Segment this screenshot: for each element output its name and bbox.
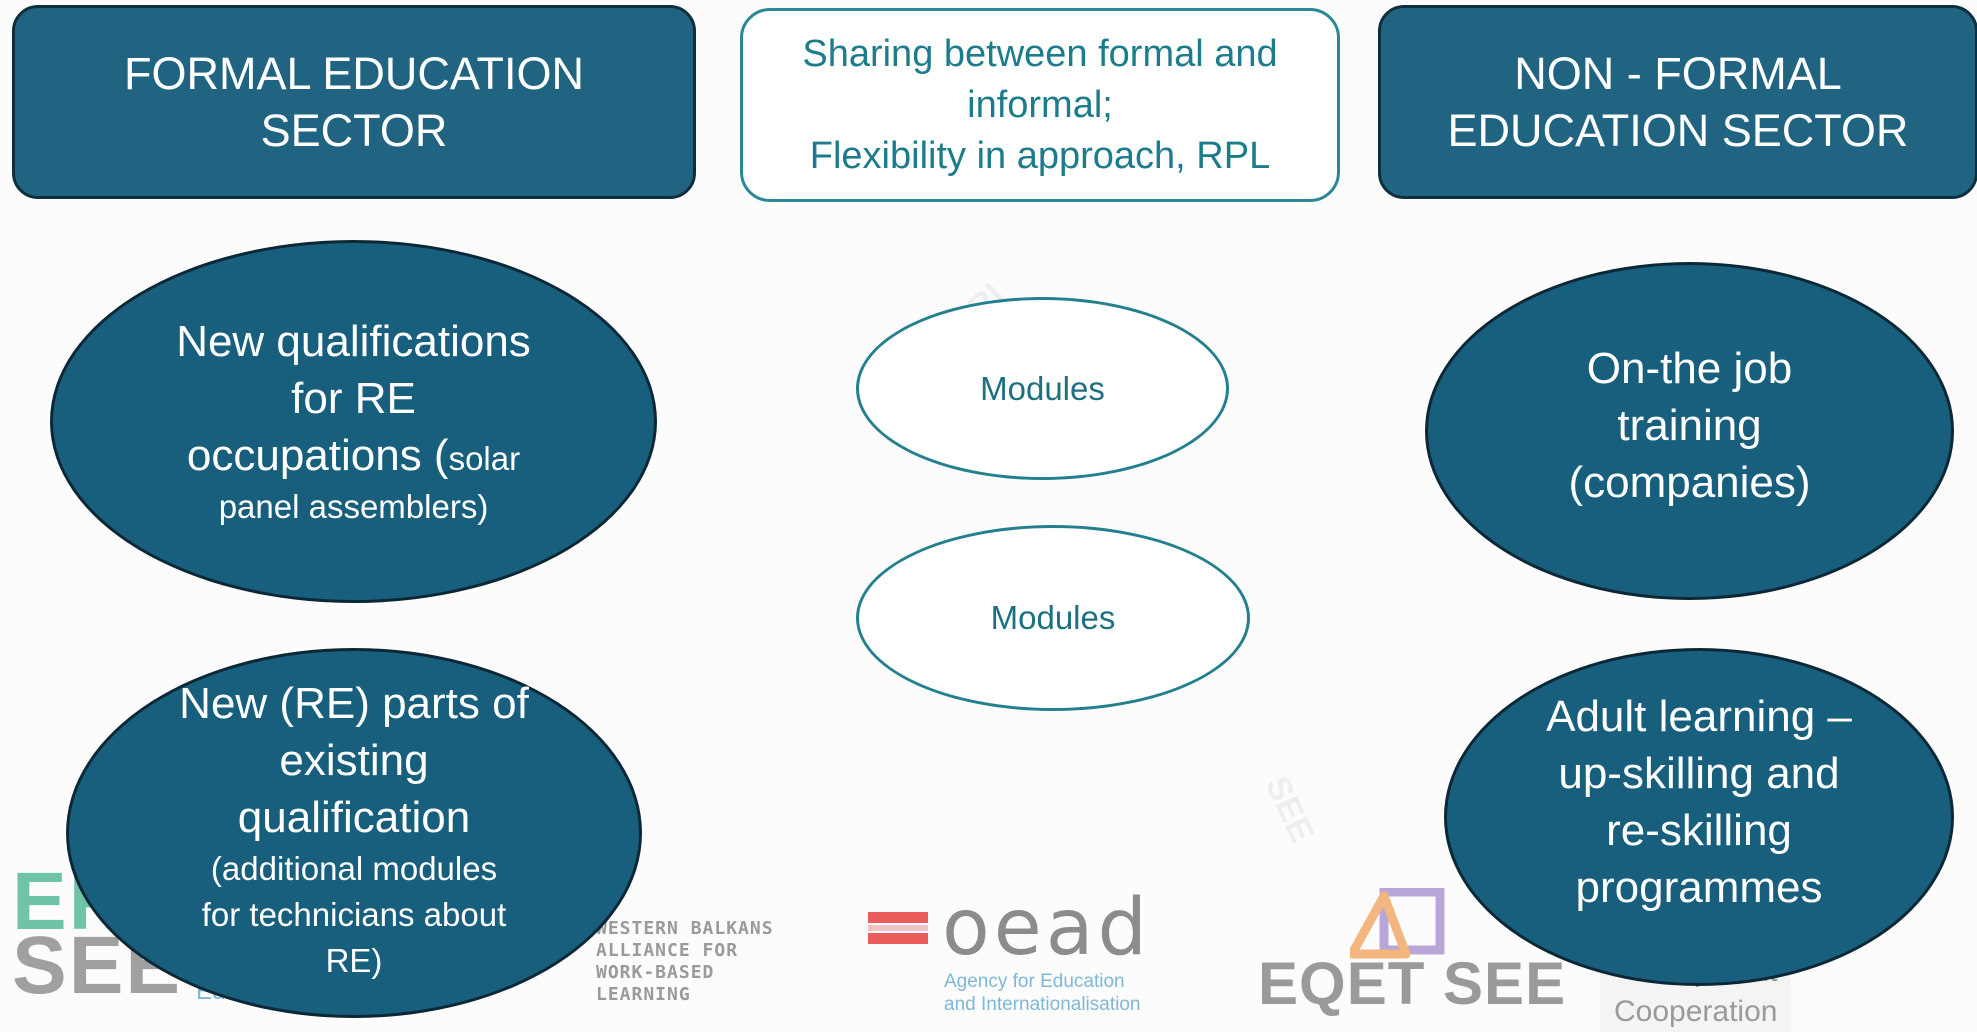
on-the-job-training-ellipse: On-the job training (companies) (1425, 262, 1954, 600)
ellipse-line: for RE (291, 374, 416, 423)
ellipse-small-line: RE) (325, 941, 383, 979)
ellipse-text: occupations ( (186, 431, 449, 480)
header-line: informal; (967, 83, 1113, 126)
modules-ellipse-top: Modules (856, 297, 1229, 480)
wb-line: WORK-BASED (596, 962, 715, 983)
wb-line: ALLIANCE FOR (596, 940, 739, 961)
dev-line: Cooperation (1614, 995, 1778, 1028)
header-line: NON - FORMAL (1514, 48, 1842, 99)
header-line: SECTOR (260, 105, 448, 156)
ellipse-line-mixed: occupations (solar (176, 427, 531, 484)
ellipse-line: existing (279, 735, 429, 785)
adult-learning-ellipse: Adult learning – up-skilling and re-skil… (1444, 648, 1954, 986)
western-balkans-logo: WESTERN BALKANS ALLIANCE FOR WORK-BASED … (596, 918, 774, 1006)
oead-subtitle: Agency for Education and Internationalis… (944, 970, 1140, 1016)
header-line: Sharing between formal and (802, 32, 1278, 75)
ellipse-line: qualification (237, 792, 471, 842)
oead-logo: oead (942, 883, 1152, 973)
ellipse-small-text: solar (448, 440, 521, 477)
modules-label: Modules (990, 599, 1116, 636)
wb-line: WESTERN BALKANS (596, 918, 774, 939)
ellipse-line: New (RE) parts of (179, 678, 529, 728)
ellipse-line: Adult learning – (1546, 692, 1852, 741)
watermark-see: SEE (1257, 770, 1322, 849)
oead-sub-line: and Internationalisation (944, 994, 1141, 1015)
wb-line: LEARNING (596, 984, 691, 1005)
eqet-see-logo: EQET SEE (1258, 950, 1567, 1017)
formal-education-header: FORMAL EDUCATION SECTOR (12, 5, 696, 199)
ellipse-small-line: panel assemblers) (218, 488, 489, 525)
ellipse-line: On-the job (1586, 343, 1793, 393)
ellipse-small-line: for technicians about (201, 895, 507, 933)
header-line: Flexibility in approach, RPL (809, 134, 1271, 177)
ellipse-line: re-skilling (1606, 806, 1792, 855)
eqet-triangle-icon (1350, 888, 1445, 959)
new-qualifications-ellipse: New qualifications for RE occupations (s… (50, 240, 657, 603)
header-line: EDUCATION SECTOR (1447, 105, 1909, 156)
ellipse-line: up-skilling and (1558, 749, 1840, 798)
ellipse-line: New qualifications (176, 317, 531, 366)
modules-label: Modules (980, 369, 1105, 407)
nonformal-education-header: NON - FORMAL EDUCATION SECTOR (1378, 5, 1977, 199)
modules-ellipse-bottom: Modules (856, 525, 1250, 711)
ellipse-line: training (1617, 400, 1762, 450)
oead-sub-line: Agency for Education (944, 971, 1125, 992)
ellipse-line: (companies) (1568, 457, 1811, 507)
ellipse-small-line: (additional modules (210, 849, 498, 887)
ellipse-line: programmes (1575, 863, 1823, 912)
sharing-header: Sharing between formal and informal; Fle… (740, 8, 1340, 202)
oead-flag-icon (868, 912, 928, 944)
header-line: FORMAL EDUCATION (123, 48, 585, 99)
new-re-parts-ellipse: New (RE) parts of existing qualification… (66, 648, 642, 1018)
